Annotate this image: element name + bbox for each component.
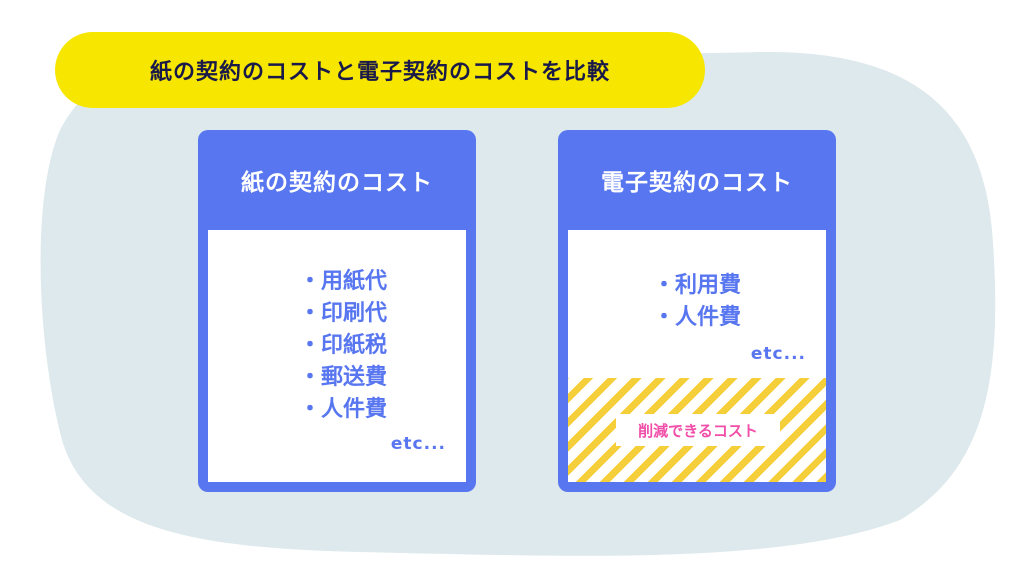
electronic-contract-card: 電子契約のコスト ・利用費 ・人件費 etc... 削減できるコスト [558, 130, 836, 492]
paper-contract-card: 紙の契約のコスト ・用紙代 ・印刷代 ・印紙税 ・郵送費 ・人件費 etc... [198, 130, 476, 492]
electronic-card-header: 電子契約のコスト [601, 170, 793, 196]
list-item: ・人件費 [298, 397, 387, 422]
list-item: ・利用費 [652, 273, 741, 298]
list-item: ・用紙代 [298, 269, 387, 294]
page-title-text: 紙の契約のコストと電子契約のコストを比較 [149, 60, 610, 85]
page-title: 紙の契約のコストと電子契約のコストを比較 [55, 32, 705, 108]
list-item: ・郵送費 [298, 365, 387, 390]
paper-card-header: 紙の契約のコスト [241, 170, 433, 196]
electronic-etc-label: etc... [750, 344, 806, 364]
paper-card-body: ・用紙代 ・印刷代 ・印紙税 ・郵送費 ・人件費 etc... [208, 230, 466, 482]
reduced-cost-label: 削減できるコスト [616, 414, 780, 446]
list-item: ・印刷代 [298, 301, 387, 326]
paper-cost-list: ・用紙代 ・印刷代 ・印紙税 ・郵送費 ・人件費 [208, 266, 466, 426]
electronic-card-body: ・利用費 ・人件費 etc... 削減できるコスト [568, 230, 826, 482]
list-item: ・印紙税 [298, 333, 387, 358]
paper-etc-label: etc... [390, 434, 446, 454]
list-item: ・人件費 [652, 305, 741, 330]
electronic-cost-list: ・利用費 ・人件費 [568, 270, 826, 334]
